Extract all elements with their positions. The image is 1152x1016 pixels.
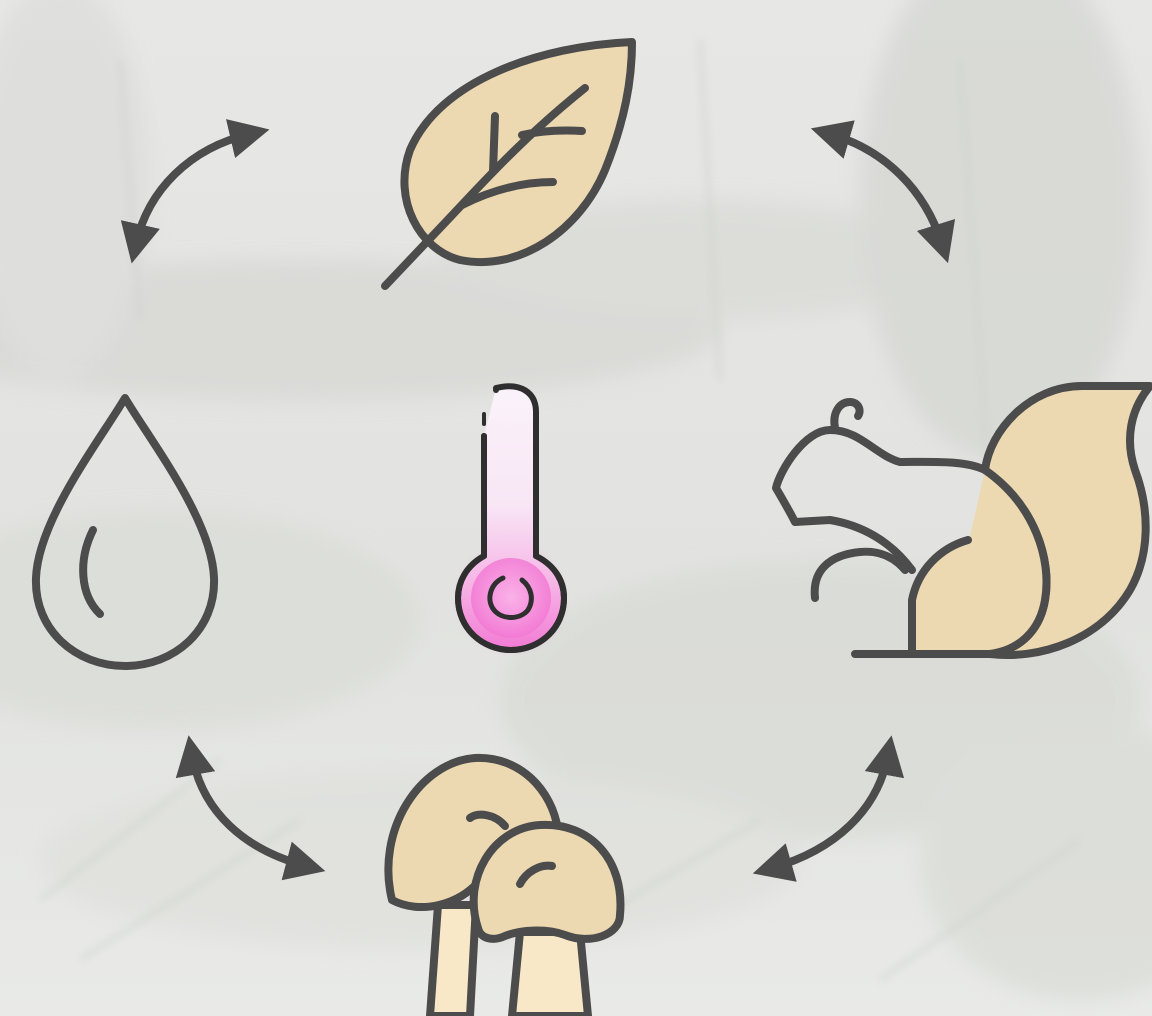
squirrel-icon [776, 386, 1150, 655]
thermometer-icon [458, 386, 564, 650]
double-arrow-icon [830, 134, 942, 244]
mushrooms-icon [388, 758, 620, 1016]
double-arrow-icon [772, 755, 888, 868]
water-drop-icon [36, 398, 214, 666]
double-arrow-icon [136, 134, 250, 244]
double-arrow-icon [192, 755, 306, 866]
leaf-icon [385, 42, 632, 286]
